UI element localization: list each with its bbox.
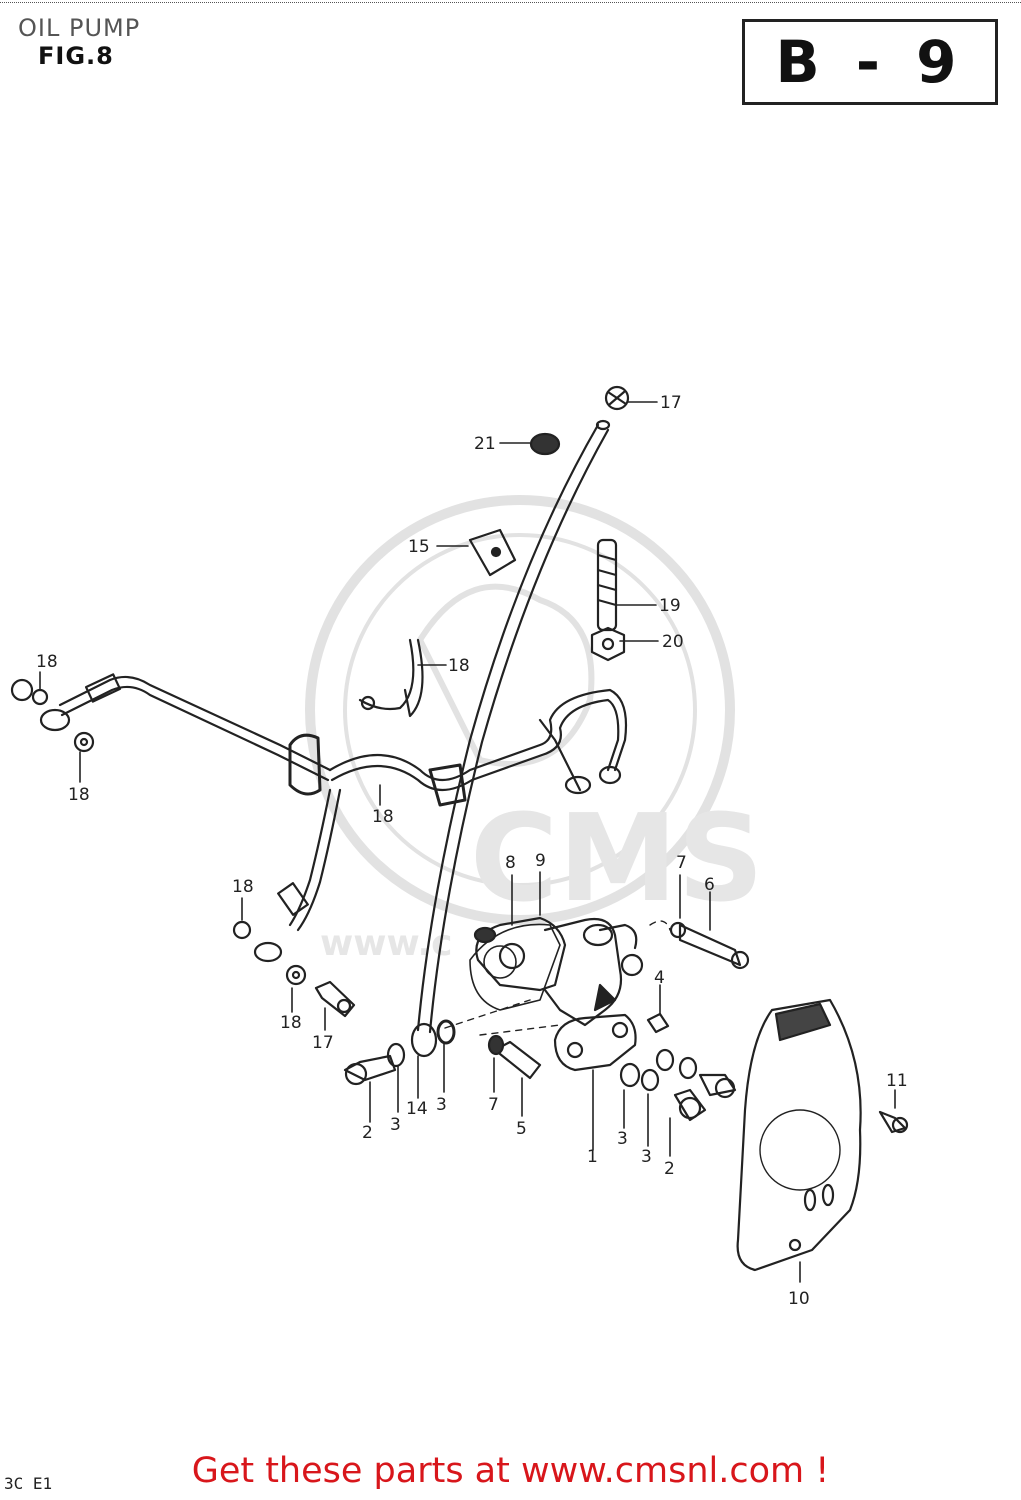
callout-18-c: 18 [232, 877, 254, 897]
part-15-oil-pipes [10, 673, 628, 963]
callout-10: 10 [788, 1289, 810, 1309]
part-16-bracket [358, 638, 424, 718]
callout-15: 18 [372, 807, 394, 827]
part-11-screw [878, 1110, 909, 1134]
figure-label: FIG.8 [38, 42, 114, 70]
callout-17: 17 [312, 1033, 334, 1053]
callout-4: 4 [654, 968, 665, 988]
section-badge-text: B - 9 [775, 28, 965, 96]
part-19-bolt [596, 538, 618, 632]
part-12-banjo [410, 1022, 438, 1058]
callout-18-d: 18 [280, 1013, 302, 1033]
callout-13: 15 [408, 537, 430, 557]
part-6-bolt [669, 921, 750, 970]
page-title: OIL PUMP [18, 14, 141, 42]
callout-2-b: 2 [664, 1159, 675, 1179]
cms-logo-icon [305, 495, 735, 925]
part-8-washer [473, 926, 497, 944]
callout-5: 5 [516, 1119, 527, 1139]
part-1-oil-pump-body [475, 916, 644, 1072]
footer-shop-link[interactable]: Get these parts at www.cmsnl.com ! [191, 1451, 830, 1491]
callout-8: 8 [505, 853, 516, 873]
section-badge: B - 9 [742, 19, 998, 105]
callout-21: 21 [474, 434, 496, 454]
callout-3-d: 3 [641, 1147, 652, 1167]
callout-7-a: 7 [676, 853, 687, 873]
callout-3-a: 3 [390, 1115, 401, 1135]
callout-20: 20 [662, 632, 684, 652]
part-17-bolt [314, 980, 356, 1018]
leader-lines [39, 401, 896, 1283]
part-21-grommet [529, 432, 561, 456]
corner-code: 3C E1 [4, 1474, 53, 1493]
part-13-clamp [468, 528, 517, 577]
callout-16: 18 [448, 656, 470, 676]
callout-1: 1 [587, 1147, 598, 1167]
callout-9: 9 [535, 851, 546, 871]
watermark-cms-text: CMS [470, 790, 764, 929]
callout-19: 19 [659, 596, 681, 616]
top-border [0, 2, 1021, 3]
part-2-bolts [343, 1054, 737, 1122]
callout-11: 11 [886, 1071, 908, 1091]
part-10-cover [736, 998, 862, 1272]
feed-pipe [416, 419, 611, 1034]
part-14-cap [604, 385, 630, 411]
callout-6: 6 [704, 875, 715, 895]
alignment-lines [444, 920, 671, 1036]
callout-12: 14 [406, 1099, 428, 1119]
callout-2-a: 2 [362, 1123, 373, 1143]
callout-3-c: 3 [617, 1129, 628, 1149]
part-5-screw [487, 1034, 542, 1080]
callout-18-a: 18 [36, 652, 58, 672]
callout-18-b: 18 [68, 785, 90, 805]
callout-14: 17 [660, 393, 682, 413]
part-3-washers [386, 1019, 698, 1092]
part-20-nut [590, 626, 626, 662]
part-4-screw [646, 1012, 670, 1034]
part-18-washers [31, 688, 307, 986]
callout-labels: 17 21 15 19 20 18 18 18 18 18 18 17 8 9 … [36, 393, 908, 1309]
callout-3-b: 3 [436, 1095, 447, 1115]
watermark-url-text: www.c [320, 923, 453, 964]
callout-7-b: 7 [488, 1095, 499, 1115]
